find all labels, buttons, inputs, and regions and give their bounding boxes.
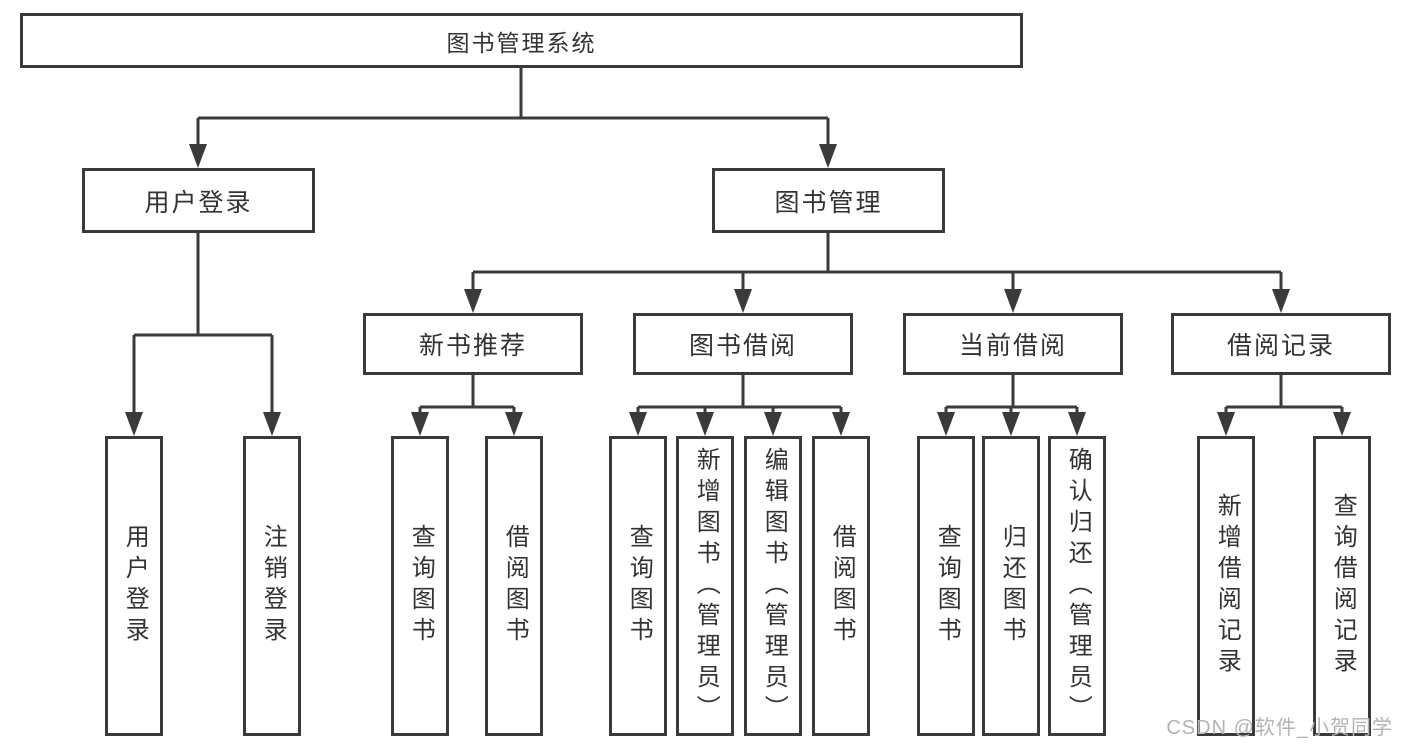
leaf-query-books-recommend: 查询图书 bbox=[391, 436, 449, 736]
leaf-confirm-return-admin: 确认归还（管理员） bbox=[1048, 436, 1106, 736]
leaf-edit-books-admin: 编辑图书（管理员） bbox=[744, 436, 802, 736]
arrow-down-icon bbox=[696, 412, 714, 436]
arrow-down-icon bbox=[189, 144, 207, 168]
leaf-query-books-borrow: 查询图书 bbox=[609, 436, 667, 736]
node-borrow-record: 借阅记录 bbox=[1171, 313, 1391, 375]
node-new-book-recommend: 新书推荐 bbox=[363, 313, 583, 375]
arrow-down-icon bbox=[505, 412, 523, 436]
arrow-down-icon bbox=[1272, 289, 1290, 313]
leaf-query-books-current: 查询图书 bbox=[917, 436, 975, 736]
leaf-add-borrow-record: 新增借阅记录 bbox=[1197, 436, 1255, 736]
leaf-query-borrow-record: 查询借阅记录 bbox=[1313, 436, 1371, 736]
arrow-down-icon bbox=[937, 412, 955, 436]
leaf-add-books-admin: 新增图书（管理员） bbox=[676, 436, 734, 736]
leaf-borrow-books-recommend: 借阅图书 bbox=[485, 436, 543, 736]
arrow-down-icon bbox=[411, 412, 429, 436]
leaf-logout: 注销登录 bbox=[243, 436, 301, 736]
node-root-library-system: 图书管理系统 bbox=[20, 13, 1023, 68]
arrow-down-icon bbox=[832, 412, 850, 436]
node-user-login: 用户登录 bbox=[82, 168, 315, 233]
arrow-down-icon bbox=[464, 289, 482, 313]
node-book-management: 图书管理 bbox=[712, 168, 945, 233]
leaf-return-books: 归还图书 bbox=[982, 436, 1040, 736]
arrow-down-icon bbox=[1217, 412, 1235, 436]
arrow-down-icon bbox=[1068, 412, 1086, 436]
node-current-borrow: 当前借阅 bbox=[903, 313, 1123, 375]
leaf-user-login: 用户登录 bbox=[105, 436, 163, 736]
arrow-down-icon bbox=[1002, 412, 1020, 436]
arrow-down-icon bbox=[819, 144, 837, 168]
arrow-down-icon bbox=[1333, 412, 1351, 436]
node-book-borrow: 图书借阅 bbox=[633, 313, 853, 375]
arrow-down-icon bbox=[629, 412, 647, 436]
csdn-watermark: CSDN @软件_小贺同学 bbox=[1166, 717, 1393, 739]
arrow-down-icon bbox=[764, 412, 782, 436]
arrow-down-icon bbox=[1004, 289, 1022, 313]
arrow-down-icon bbox=[263, 412, 281, 436]
leaf-borrow-books: 借阅图书 bbox=[812, 436, 870, 736]
arrow-down-icon bbox=[125, 412, 143, 436]
arrow-down-icon bbox=[734, 289, 752, 313]
